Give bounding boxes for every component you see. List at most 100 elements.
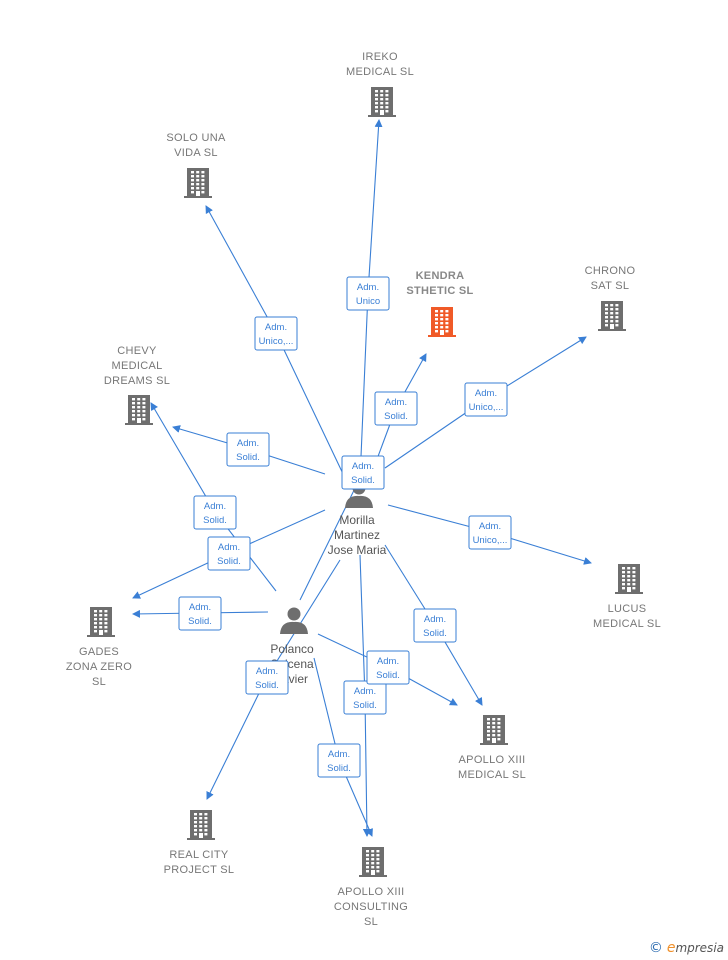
edge-label-box bbox=[207, 536, 251, 571]
edge-label-box bbox=[343, 680, 387, 715]
edge-label-line: Adm. bbox=[256, 666, 278, 677]
edge-label[interactable]: Adm.Solid. bbox=[178, 596, 222, 631]
edge-label[interactable]: Adm.Solid. bbox=[207, 536, 251, 571]
edge-label-line: Adm. bbox=[475, 388, 497, 399]
edge-label-line: Unico,... bbox=[469, 402, 504, 413]
building-icon bbox=[359, 847, 387, 877]
edge-label-text: Adm.Solid. bbox=[353, 686, 377, 711]
edge-label-text: Adm.Solid. bbox=[376, 656, 400, 681]
edge-label-text: Adm.Solid. bbox=[423, 614, 447, 639]
edge-label[interactable]: Adm. Unico,... bbox=[464, 382, 508, 417]
building-icon bbox=[125, 395, 153, 425]
edge-label[interactable]: Adm.Solid. bbox=[226, 432, 270, 467]
edge-label[interactable]: Adm.Solid. bbox=[343, 680, 387, 715]
person-icon bbox=[280, 607, 308, 634]
company-node-chrono[interactable]: CHRONO SAT SL bbox=[585, 265, 636, 331]
company-name: KENDRA STHETIC SL bbox=[406, 270, 473, 297]
edge-label-box bbox=[413, 608, 457, 643]
company-name-line: MEDICAL SL bbox=[593, 618, 661, 630]
company-name-line: CONSULTING bbox=[334, 901, 408, 913]
edge-label-line: Solid. bbox=[423, 628, 447, 639]
edge-label-box bbox=[366, 650, 410, 685]
company-node-chevy[interactable]: CHEVY MEDICAL DREAMS SL bbox=[104, 345, 170, 425]
edge-label[interactable]: Adm. Solid. bbox=[341, 455, 385, 490]
company-name-line: LUCUS bbox=[608, 603, 647, 615]
edge-label-text: Adm. Solid. bbox=[327, 749, 351, 774]
edge-label-box bbox=[226, 432, 270, 467]
building-icon bbox=[428, 307, 456, 337]
edge-label-text: Adm.Solid. bbox=[384, 397, 408, 422]
company-name-line: KENDRA bbox=[416, 270, 465, 282]
edge-label-box bbox=[468, 515, 512, 550]
edge-label-box bbox=[346, 276, 390, 311]
edge-label[interactable]: Adm. Solid. bbox=[245, 660, 289, 695]
building-icon bbox=[87, 607, 115, 637]
company-name-line: GADES bbox=[79, 646, 119, 658]
edge-label[interactable]: Adm.Solid. bbox=[374, 391, 418, 426]
edge-label-box bbox=[317, 743, 361, 778]
edge-label-line: Adm. bbox=[218, 542, 240, 553]
edge-label-line: Adm. bbox=[189, 602, 211, 613]
edge-label-line: Unico,... bbox=[473, 535, 508, 546]
edge-label-line: Solid. bbox=[376, 670, 400, 681]
edge-label-text: Adm. Solid. bbox=[255, 666, 279, 691]
company-name-line: STHETIC SL bbox=[406, 285, 473, 297]
person-name-line: Martinez bbox=[334, 528, 380, 542]
company-node-real_city[interactable]: REAL CITY PROJECT SL bbox=[164, 810, 235, 876]
edge-label-box bbox=[464, 382, 508, 417]
company-name-line: SL bbox=[92, 676, 106, 688]
brand-name: mpresia bbox=[675, 941, 724, 955]
edge-label[interactable]: Adm.Unico bbox=[346, 276, 390, 311]
edge-label-text: Adm. Unico,... bbox=[469, 388, 504, 413]
edge-label-line: Solid. bbox=[255, 680, 279, 691]
edge-label-line: Solid. bbox=[236, 452, 260, 463]
edge-label-line: Adm. bbox=[328, 749, 350, 760]
building-icon bbox=[598, 301, 626, 331]
company-name-line: ZONA ZERO bbox=[66, 661, 132, 673]
edge-label-box bbox=[341, 455, 385, 490]
company-name-line: DREAMS SL bbox=[104, 375, 170, 387]
edge-label-line: Adm. bbox=[352, 461, 374, 472]
edge-label-text: Adm.Solid. bbox=[236, 438, 260, 463]
edge-label-box bbox=[245, 660, 289, 695]
building-icon bbox=[615, 564, 643, 594]
company-node-lucus[interactable]: LUCUS MEDICAL SL bbox=[593, 564, 661, 630]
edge-label-line: Solid. bbox=[384, 411, 408, 422]
edge-label-line: Solid. bbox=[351, 475, 375, 486]
edge-label-box bbox=[254, 316, 298, 351]
company-node-kendra[interactable]: KENDRA STHETIC SL bbox=[406, 270, 473, 337]
company-name-line: CHEVY bbox=[117, 345, 157, 357]
copyright-symbol: © bbox=[648, 940, 663, 956]
edge-label-line: Adm. bbox=[354, 686, 376, 697]
building-icon bbox=[480, 715, 508, 745]
company-name: CHRONO SAT SL bbox=[585, 265, 636, 292]
edge-label[interactable]: Adm.Unico,... bbox=[468, 515, 512, 550]
edge-labels-layer: Adm.UnicoAdm.Unico,...Adm.Solid.Adm.Unic… bbox=[178, 276, 512, 778]
edge-label[interactable]: Adm. Solid. bbox=[317, 743, 361, 778]
company-name-line: PROJECT SL bbox=[164, 864, 235, 876]
edge-label-text: Adm.Solid. bbox=[188, 602, 212, 627]
company-name-line: MEDICAL bbox=[112, 360, 163, 372]
edge-label[interactable]: Adm.Solid. bbox=[193, 495, 237, 530]
edge-label[interactable]: Adm.Solid. bbox=[413, 608, 457, 643]
edge-label[interactable]: Adm.Solid. bbox=[366, 650, 410, 685]
brand-initial: e bbox=[666, 940, 676, 956]
edge-label-line: Solid. bbox=[327, 763, 351, 774]
edge-label-line: Unico bbox=[356, 296, 380, 307]
company-name-line: CHRONO bbox=[585, 265, 636, 277]
company-name-line: SAT SL bbox=[591, 280, 630, 292]
edge-label-text: Adm.Unico bbox=[356, 282, 380, 307]
company-node-gades[interactable]: GADES ZONA ZERO SL bbox=[66, 607, 132, 688]
edge-label[interactable]: Adm.Unico,... bbox=[254, 316, 298, 351]
person-name-line: Polanco bbox=[270, 642, 314, 656]
company-name-line: REAL CITY bbox=[169, 849, 229, 861]
